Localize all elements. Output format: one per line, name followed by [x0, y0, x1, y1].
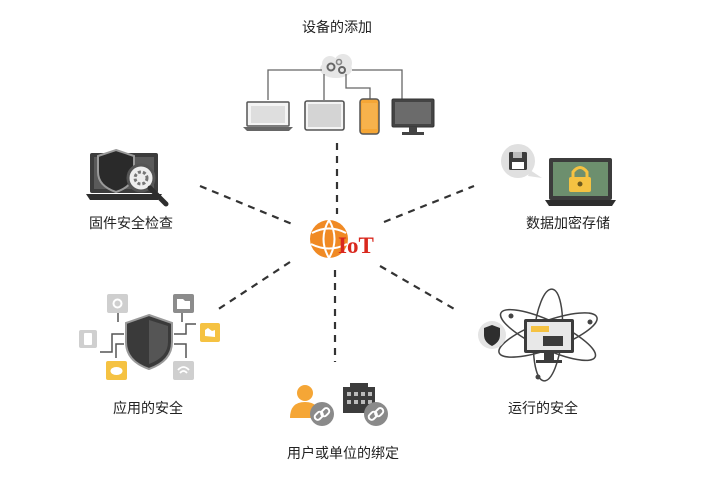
monitor-device-icon: [391, 98, 435, 135]
iot-logo: IoT: [310, 219, 374, 259]
building-icon: [343, 383, 375, 413]
firmware-check-icon: [86, 148, 169, 207]
tablet-device-icon: [304, 100, 345, 131]
connector-upper-left: [199, 184, 293, 226]
run-security-icon: [478, 288, 598, 382]
floppy-bubble-icon: [501, 144, 542, 178]
app-security-label: 应用的安全: [113, 400, 183, 417]
connector-lines: [199, 143, 475, 362]
link-icon: [364, 402, 388, 426]
shield-icon: [484, 325, 500, 346]
binding-icon: [290, 383, 388, 426]
iot-logo-text: IoT: [338, 233, 374, 258]
data-encrypt-icon: [501, 144, 616, 206]
device-add-icon: [243, 54, 435, 135]
connector-lower-right: [379, 265, 457, 311]
settings-app-icon: [107, 294, 128, 313]
lock-icon: [569, 166, 591, 192]
device-add-label: 设备的添加: [302, 19, 372, 36]
run-security-label: 运行的安全: [508, 400, 578, 417]
connector-upper-right: [383, 184, 475, 224]
data-encrypt-label: 数据加密存储: [526, 215, 610, 232]
firmware-check-label: 固件安全检查: [89, 215, 173, 232]
link-icon: [310, 402, 334, 426]
binding-label: 用户或单位的绑定: [287, 445, 399, 462]
laptop-device-icon: [243, 101, 293, 131]
cloud-gear-icon: [320, 54, 352, 78]
magnifier-gear-icon: [126, 163, 169, 207]
app-security-icon: [79, 294, 220, 380]
connector-lower-left: [213, 261, 291, 313]
phone-device-icon: [359, 98, 380, 135]
